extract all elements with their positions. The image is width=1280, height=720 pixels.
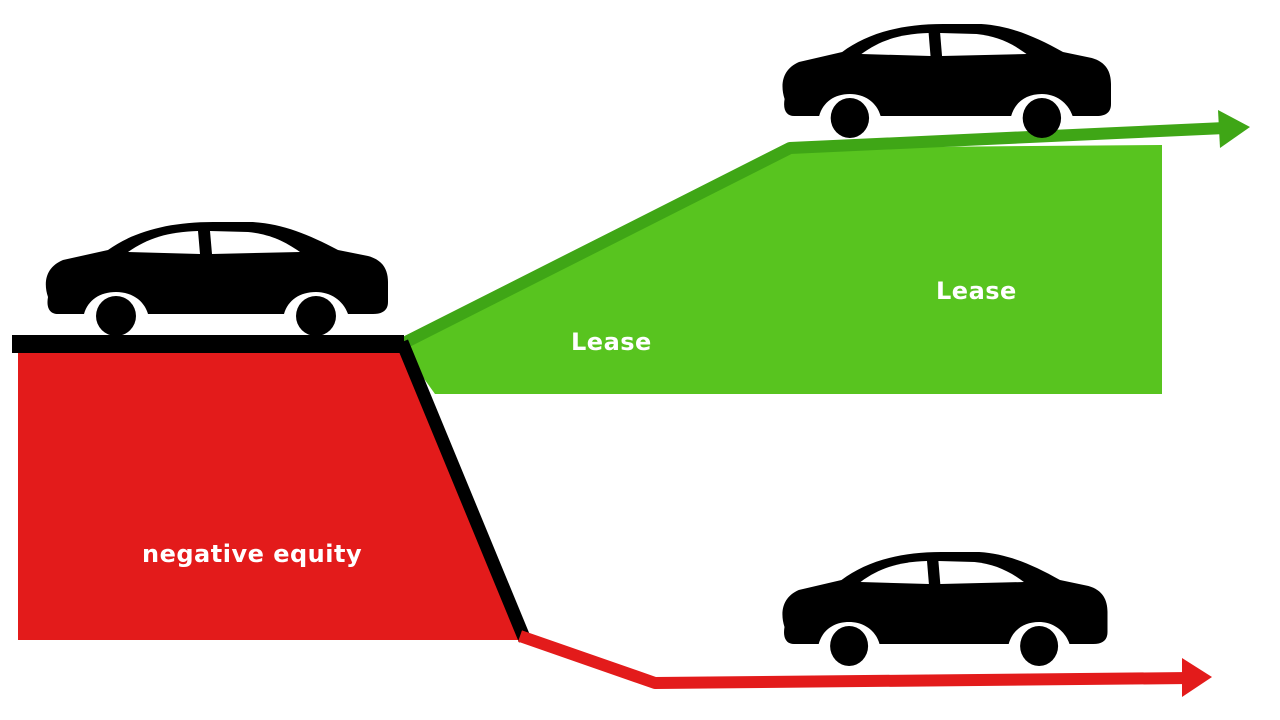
negative-equity-label: negative equity <box>142 540 363 568</box>
black-platform <box>12 335 404 353</box>
green-trend-line <box>397 122 1226 351</box>
lease-label-right: Lease <box>936 277 1017 305</box>
lease-green-area <box>400 145 1162 394</box>
red-arrow-icon <box>1182 658 1212 697</box>
black-slope-line <box>395 339 532 643</box>
lease-label-left: Lease <box>571 328 652 356</box>
top-right-car-icon <box>782 24 1111 138</box>
left-car-icon <box>45 222 389 336</box>
red-trend-line <box>518 630 1191 689</box>
green-arrow-icon <box>1218 110 1250 148</box>
negative-equity-red-area <box>18 350 520 640</box>
bottom-right-car-icon <box>782 552 1108 666</box>
